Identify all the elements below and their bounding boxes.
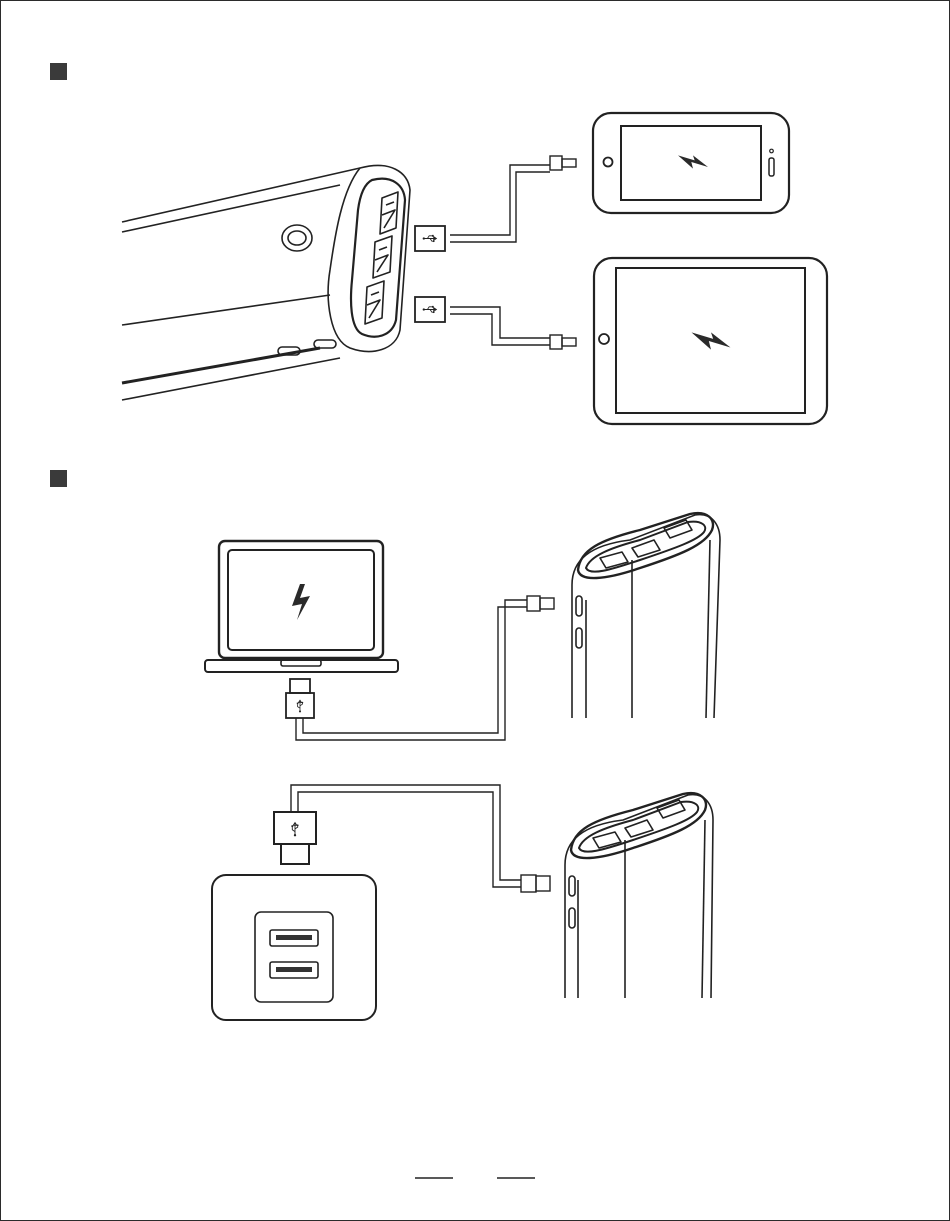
section-2-marker [50,470,67,487]
power-bank-horizontal [122,165,410,400]
power-bank-vertical [572,513,720,718]
home-button-icon [604,158,613,167]
usb-icon [423,235,437,242]
cable-to-phone [415,156,576,251]
cable-laptop-to-powerbank [286,596,554,740]
wall-charger [212,875,376,1020]
charging-bolt-icon [692,332,731,349]
home-button-icon [599,334,609,344]
cable-to-tablet [415,297,576,349]
section-1-marker [50,63,67,80]
usb-icon [423,306,437,313]
power-bank-vertical [565,793,713,998]
usb-icon [291,823,298,837]
charging-bolt-icon [292,584,310,620]
usb-icon [297,700,303,712]
charging-bolt-icon [678,155,708,168]
